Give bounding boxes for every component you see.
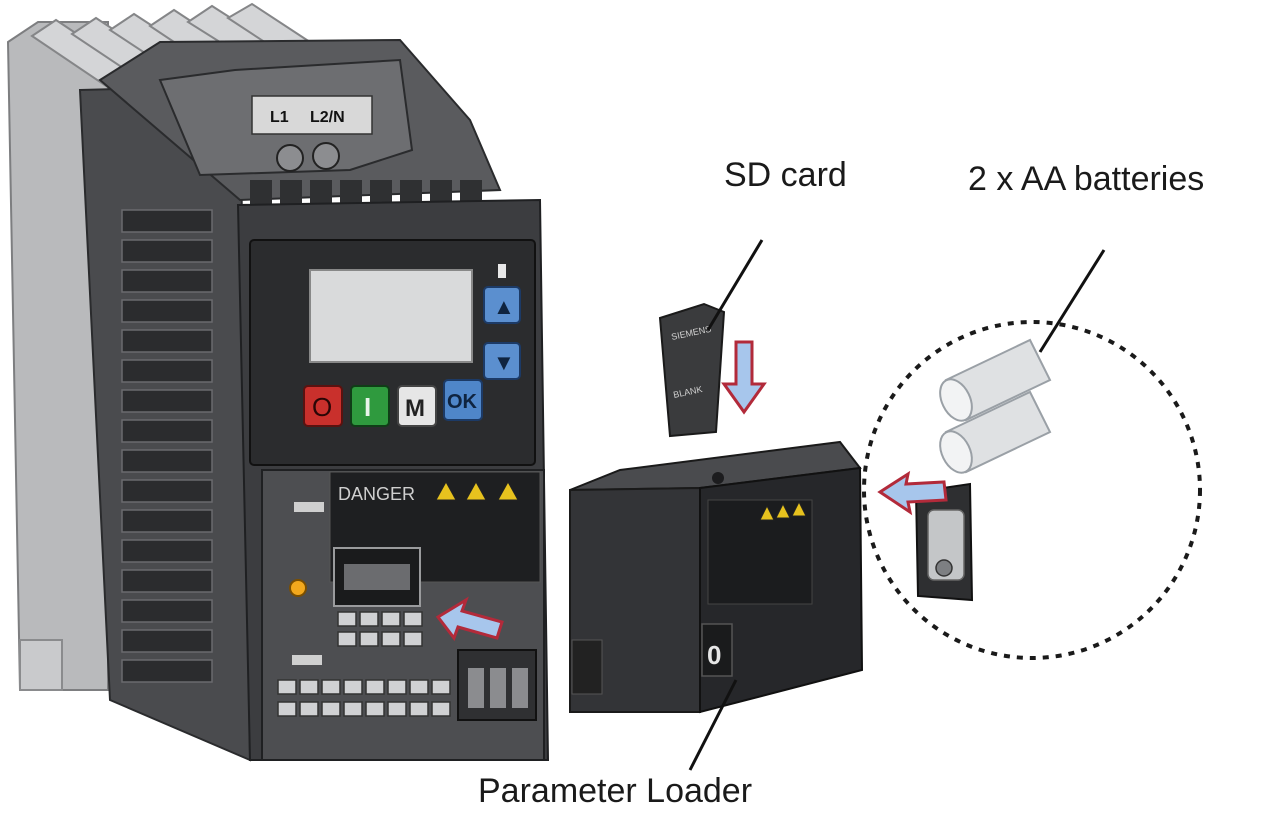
small-label <box>294 502 324 512</box>
terminal-label-l1: L1 <box>270 109 289 126</box>
up-button-glyph: ▲ <box>493 294 515 319</box>
battery-detail-circle <box>862 320 1202 660</box>
loader-slot-mark: 0 <box>707 640 721 670</box>
control-terminal-block-lower <box>277 679 451 717</box>
control-terminal-block-upper <box>337 611 423 647</box>
aa-battery-lower <box>939 390 1052 474</box>
ok-button-glyph: OK <box>447 391 478 413</box>
card-slot-opening <box>344 564 410 590</box>
warning-triangle-icon <box>435 480 457 501</box>
parameter-loader-leader-line <box>688 679 738 771</box>
battery-cover <box>914 482 974 602</box>
motor-terminal <box>512 668 528 708</box>
menu-button[interactable] <box>397 385 437 427</box>
warning-triangle-icon <box>465 480 487 501</box>
sd-card-body <box>658 302 726 438</box>
terminal-screw-l2n <box>312 142 340 170</box>
motor-terminal <box>490 668 506 708</box>
warning-triangle-icon <box>497 480 519 501</box>
up-button[interactable] <box>483 286 521 324</box>
loader-warning-icons <box>759 500 807 521</box>
stop-button[interactable] <box>303 385 343 427</box>
inverter-unit: L1 L2/N ▲ ▼ O I M OK <box>6 2 550 762</box>
ok-button[interactable] <box>443 379 483 421</box>
mounting-foot <box>19 639 63 691</box>
aa-battery-upper <box>939 338 1052 422</box>
sd-card-insert-arrow <box>721 340 767 415</box>
loader-slot[interactable] <box>701 623 733 677</box>
warning-label-text: DANGER <box>338 484 415 504</box>
loader-connector <box>571 639 603 695</box>
down-button[interactable] <box>483 342 521 380</box>
stop-button-glyph: O <box>312 392 332 422</box>
batteries-leader-line <box>1038 249 1106 353</box>
terminal-screw-l1 <box>276 144 304 172</box>
small-label <box>292 655 322 665</box>
parameter-loader-label: Parameter Loader <box>478 772 753 810</box>
loader-label <box>707 499 813 605</box>
loader-top-hole <box>712 472 724 484</box>
side-vent-grille <box>121 209 213 683</box>
battery-insert-arrow <box>877 470 948 516</box>
run-button[interactable] <box>350 385 390 427</box>
terminal-label-l2n: L2/N <box>310 109 345 126</box>
indicator-led <box>289 579 307 597</box>
sd-card-leader-line <box>706 239 764 331</box>
motor-terminal <box>468 668 484 708</box>
warning-triangle-icon <box>791 500 807 517</box>
menu-button-glyph: M <box>405 395 425 422</box>
batteries-label: 2 x AA batteries <box>968 160 1205 198</box>
run-button-glyph: I <box>364 392 371 422</box>
warning-triangle-icon <box>775 502 791 519</box>
status-led <box>498 264 506 278</box>
terminal-label-plate <box>251 95 373 135</box>
parameter-loader: 0 <box>569 440 864 714</box>
down-button-glyph: ▼ <box>493 350 515 375</box>
sd-card: SIEMENS BLANK <box>658 302 726 438</box>
sd-card-label: SD card <box>724 156 847 194</box>
warning-triangle-icon <box>759 504 775 521</box>
lcd-display <box>309 269 473 363</box>
warning-triangle-icons <box>435 480 519 501</box>
insert-arrow-to-inverter <box>435 596 504 642</box>
